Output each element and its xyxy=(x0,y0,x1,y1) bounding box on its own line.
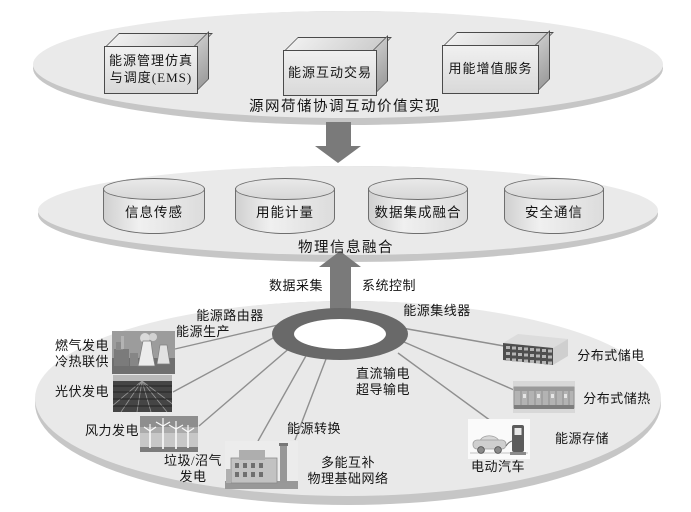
secure-comm-cylinder: 安全通信 xyxy=(504,178,604,234)
solar-power-image xyxy=(113,375,172,412)
electric-vehicle-label: 电动汽车 xyxy=(470,459,525,474)
distributed-heat-label: 分布式储热 xyxy=(583,391,651,406)
value-added-service-box: 用能增值服务 xyxy=(442,30,554,94)
down-arrowhead-icon xyxy=(315,146,361,163)
data-integration-cylinder: 数据集成融合 xyxy=(368,178,468,234)
energy-hub-ring xyxy=(272,308,408,360)
transmission-label: 直流输电 超导输电 xyxy=(355,366,410,397)
ems-box: 能源管理仿真 与调度(EMS) xyxy=(104,31,213,94)
energy-trading-box-label: 能源互动交易 xyxy=(283,50,377,96)
energy-storage-label: 能源存储 xyxy=(554,431,609,446)
info-sensing-cylinder-top xyxy=(103,178,205,200)
ems-box-label: 能源管理仿真 与调度(EMS) xyxy=(104,46,198,94)
energy-hub-ring-hole xyxy=(294,319,386,349)
energy-concentrator-label: 能源集线器 xyxy=(403,303,471,318)
secure-comm-cylinder-top xyxy=(504,178,604,200)
wind-power-image xyxy=(140,416,198,452)
wind-power-label: 风力发电 xyxy=(84,423,139,438)
gas-power-label: 燃气发电 冷热联供 xyxy=(54,338,109,369)
energy-production-label: 能源生产 xyxy=(175,324,230,339)
value-layer-caption: 源网荷储协调互动价值实现 xyxy=(249,99,441,115)
energy-trading-box: 能源互动交易 xyxy=(283,35,392,96)
gas-power-plant-image xyxy=(112,331,175,374)
up-arrowhead-icon xyxy=(319,251,361,267)
system-control-label: 系统控制 xyxy=(361,278,416,293)
energy-conversion-label: 能源转换 xyxy=(286,421,341,436)
info-sensing-cylinder: 信息传感 xyxy=(103,178,205,234)
energy-metering-cylinder: 用能计量 xyxy=(235,178,335,234)
waste-biogas-label: 垃圾/沼气 发电 xyxy=(163,453,223,484)
down-arrow-icon xyxy=(326,122,351,147)
battery-storage-image xyxy=(503,334,568,365)
distributed-battery-label: 分布式储电 xyxy=(577,348,645,363)
energy-router-label: 能源路由器 xyxy=(196,308,264,323)
heat-storage-image xyxy=(513,381,575,413)
solar-power-label: 光伏发电 xyxy=(54,384,109,399)
value-added-service-box-label: 用能增值服务 xyxy=(442,45,539,94)
info-layer-caption: 物理信息融合 xyxy=(298,240,394,256)
up-arrow-icon xyxy=(330,266,351,318)
multi-energy-network-label: 多能互补 物理基础网络 xyxy=(307,455,389,486)
data-integration-cylinder-top xyxy=(368,178,468,200)
electric-vehicle-image xyxy=(468,419,530,459)
waste-biogas-plant-image xyxy=(225,441,298,489)
data-collection-label: 数据采集 xyxy=(268,278,323,293)
energy-metering-cylinder-top xyxy=(235,178,335,200)
